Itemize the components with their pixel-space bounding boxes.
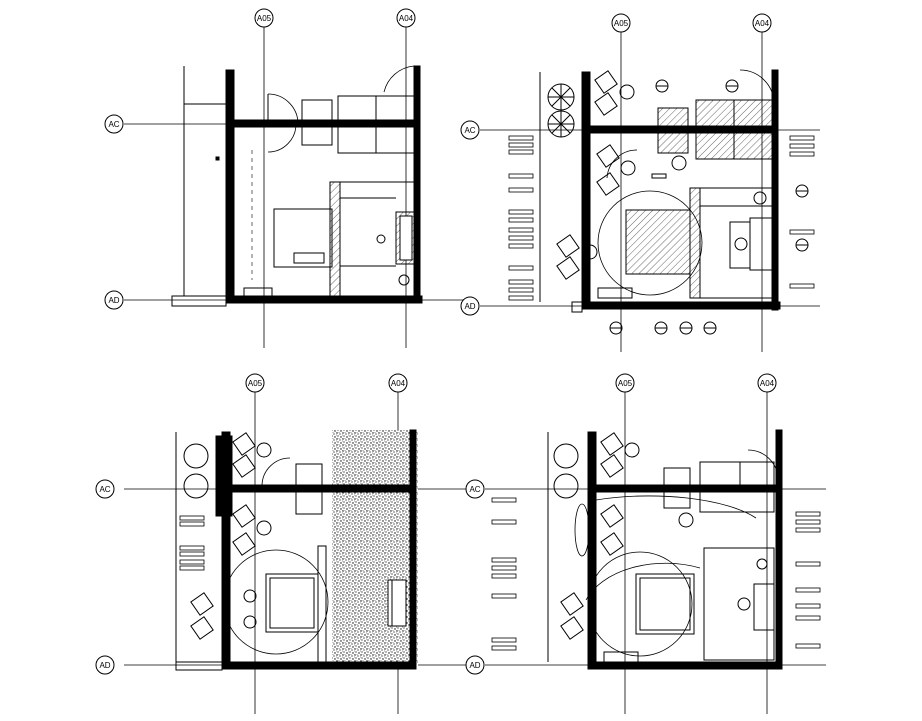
cabinet	[301, 99, 333, 121]
grid-label-a05: A05	[614, 19, 629, 28]
fixture-tags	[491, 497, 821, 651]
umbrella-icon	[547, 110, 575, 138]
grid-label-ad: AD	[469, 661, 480, 670]
plan-bottom-right: AC AD A05 A04	[465, 373, 826, 714]
grid-bubble-a04: A04	[752, 13, 772, 33]
grid-label-a04: A04	[399, 14, 414, 23]
wall-bottom	[581, 301, 781, 310]
grid-label-a05: A05	[618, 379, 633, 388]
wall-top	[233, 119, 421, 128]
wall-bottom	[225, 295, 423, 304]
cabinet	[657, 107, 689, 127]
umbrella-icon	[547, 83, 575, 111]
bathroom	[699, 187, 773, 299]
armchair-icon	[232, 432, 272, 478]
grid-label-a04: A04	[760, 379, 775, 388]
armchair-icon	[600, 432, 640, 478]
grid-label-ac: AC	[469, 485, 480, 494]
grid-bubble-ac: AC	[460, 120, 480, 140]
bed	[273, 208, 333, 268]
grid-bubble-a05: A05	[254, 8, 274, 28]
grid-bubble-ac: AC	[95, 479, 115, 499]
grid-bubble-ad: AD	[465, 655, 485, 675]
lighting-zone	[585, 562, 701, 601]
armchair-icon	[594, 70, 635, 116]
wall-bottom	[587, 661, 783, 670]
armchair-icon	[596, 144, 636, 196]
fixture-tags	[508, 135, 815, 301]
grid-bubble-ad: AD	[460, 296, 480, 316]
grid-label-a05: A05	[257, 14, 272, 23]
grid-bubble-ac: AC	[104, 114, 124, 134]
cabinet	[295, 463, 323, 486]
fixture-symbols	[609, 79, 809, 335]
plan-top-right: AC AD A05 A04	[460, 13, 820, 352]
grid-label-a04: A04	[391, 379, 406, 388]
plan-top-left: AC AD A05 A04	[104, 8, 470, 348]
wall-top	[595, 484, 783, 493]
door-swing	[267, 93, 299, 125]
wall-right	[413, 65, 421, 304]
cabinet	[663, 467, 691, 486]
grid-label-ad: AD	[108, 296, 119, 305]
wall-right	[775, 429, 783, 670]
grid-bubble-a04: A04	[388, 373, 408, 393]
grid-bubble-a04: A04	[396, 8, 416, 28]
wall-bottom	[221, 661, 417, 670]
wall-right	[771, 69, 779, 311]
bathroom	[703, 547, 775, 661]
grid-label-a05: A05	[248, 379, 263, 388]
wall-top	[229, 484, 417, 493]
wall-left	[587, 431, 597, 669]
grid-label-ad: AD	[99, 661, 110, 670]
grid-label-ad: AD	[464, 302, 475, 311]
stipple-zone	[332, 430, 418, 666]
lighting-zone	[223, 549, 329, 655]
wall-left	[225, 69, 235, 303]
lighting-zone	[597, 190, 703, 296]
grid-bubble-a04: A04	[757, 373, 777, 393]
grid-bubble-ad: AD	[104, 290, 124, 310]
grid-label-ac: AC	[99, 485, 110, 494]
bed	[625, 209, 691, 275]
grid-bubble-a05: A05	[611, 13, 631, 33]
wall-top	[589, 125, 777, 134]
plan-bottom-left: AC AD A05 A04	[95, 373, 470, 714]
bed	[635, 573, 695, 635]
armchair-icon	[560, 592, 584, 640]
armchair-icon	[232, 504, 272, 556]
vanity	[753, 583, 775, 631]
wc	[398, 274, 410, 286]
grid-bubble-ad: AD	[95, 655, 115, 675]
wall-right	[409, 429, 417, 670]
grid-label-a04: A04	[755, 19, 770, 28]
armchair-icon	[600, 504, 624, 556]
armchair-icon	[190, 592, 214, 640]
grid-label-ac: AC	[464, 126, 475, 135]
grid-bubble-a05: A05	[615, 373, 635, 393]
wall-left	[581, 71, 591, 309]
bed	[265, 573, 319, 633]
grid-bubble-ac: AC	[465, 479, 485, 499]
armchair-icon	[556, 234, 598, 280]
grid-label-ac: AC	[108, 120, 119, 129]
grid-bubble-a05: A05	[245, 373, 265, 393]
bathroom-partition	[317, 545, 327, 663]
bathroom-partition	[329, 181, 341, 297]
fixture-tags	[179, 515, 205, 571]
vanity	[387, 579, 407, 627]
